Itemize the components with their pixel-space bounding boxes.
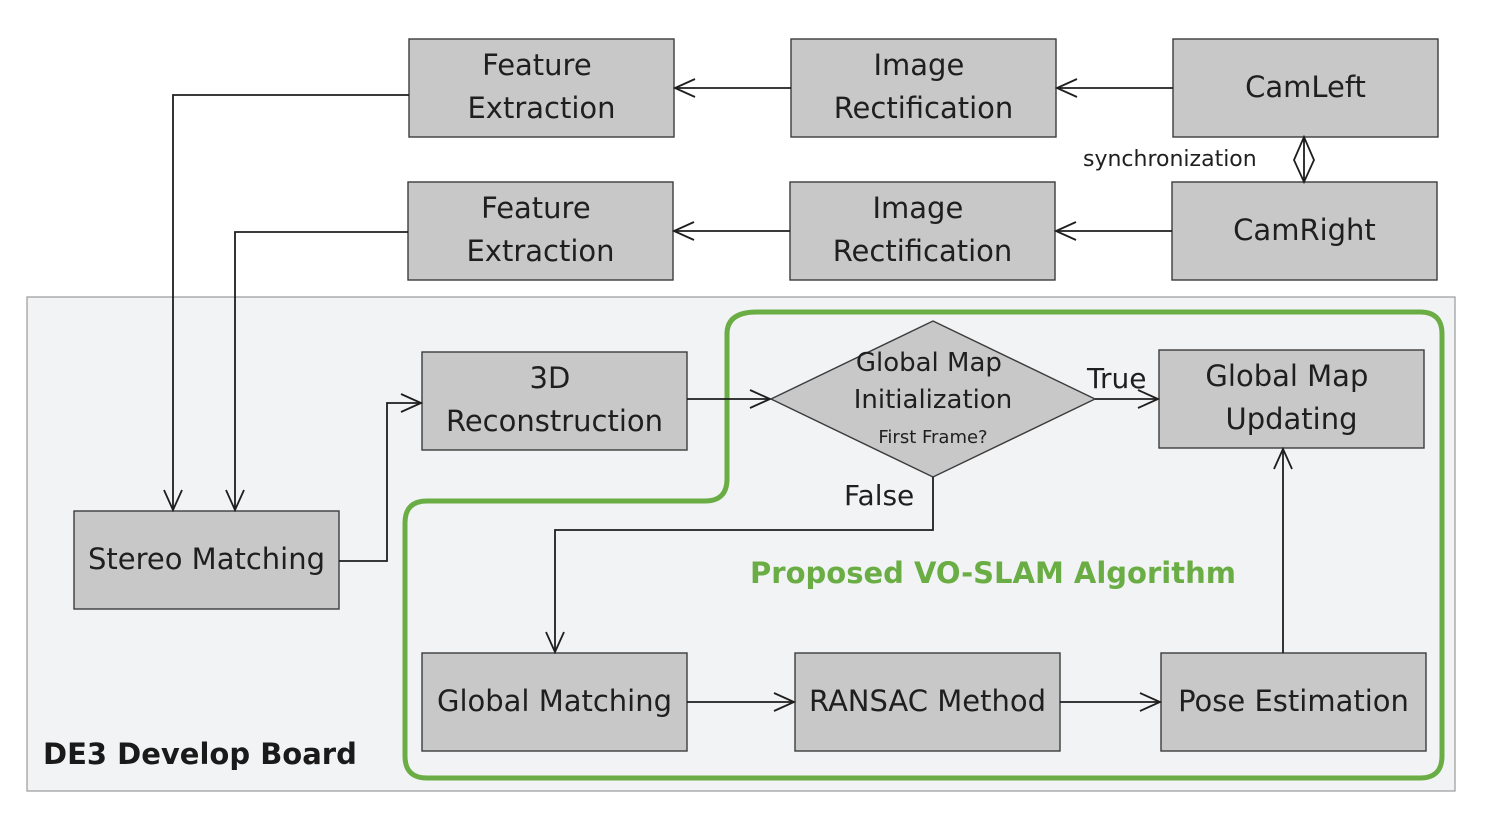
image-rectification-left-line-1: Image xyxy=(873,48,964,82)
edge-initialization-to-global-matching xyxy=(554,477,934,652)
image-rectification-right-box xyxy=(789,181,1056,281)
cam-right-box xyxy=(1171,181,1438,281)
algorithm-title: Proposed VO-SLAM Algorithm xyxy=(750,556,1236,590)
false-label: False xyxy=(844,479,914,512)
feature-extraction-right-line-1: Feature xyxy=(481,191,591,225)
global-map-updating-line-1: Global Map xyxy=(1205,359,1368,393)
edge-feature-left-to-stereo xyxy=(172,94,409,510)
algorithm-region-outline xyxy=(402,309,1445,781)
image-rectification-right-label: Image Rectification xyxy=(833,191,1013,268)
arrowhead-pose xyxy=(1139,692,1163,712)
arrowhead-rectification-left xyxy=(1054,78,1078,98)
arrowhead-updating xyxy=(1137,389,1161,409)
global-matching-box xyxy=(421,652,688,752)
pose-estimation-label: Pose Estimation xyxy=(1178,684,1409,718)
ransac-method-box xyxy=(794,652,1061,752)
feature-extraction-right-box xyxy=(407,181,674,281)
arrowhead-rectification-right xyxy=(1053,221,1077,241)
reconstruction-3d-label: 3D Reconstruction xyxy=(446,361,663,438)
image-rectification-right-line-2: Rectification xyxy=(833,234,1013,268)
global-map-initialization-label: Global Map Initialization xyxy=(854,348,1013,415)
feature-extraction-left-box xyxy=(408,38,675,138)
feature-extraction-left-line-1: Feature xyxy=(482,48,592,82)
edge-feature-right-to-stereo xyxy=(234,231,408,510)
image-rectification-left-box xyxy=(790,38,1057,138)
reconstruction-3d-line-2: Reconstruction xyxy=(446,404,663,438)
stereo-matching-label: Stereo Matching xyxy=(88,542,325,576)
arrowhead-reconstruction xyxy=(400,393,424,413)
global-map-initialization-question: First Frame? xyxy=(878,427,987,448)
cam-left-box xyxy=(1172,38,1439,138)
arrowhead-ransac xyxy=(773,692,797,712)
arrowhead-initialization xyxy=(749,389,773,409)
global-map-updating-line-2: Updating xyxy=(1225,402,1357,436)
reconstruction-3d-box xyxy=(421,351,688,451)
feature-extraction-left-line-2: Extraction xyxy=(467,91,615,125)
board-title: DE3 Develop Board xyxy=(43,737,357,771)
arrowhead-feature-right xyxy=(671,221,695,241)
cam-left-label: CamLeft xyxy=(1245,70,1366,104)
image-rectification-left-line-2: Rectification xyxy=(834,91,1014,125)
global-map-initialization-line-1: Global Map xyxy=(856,348,1002,378)
arrowhead-feature-left xyxy=(672,78,696,98)
pose-estimation-box xyxy=(1160,652,1427,752)
synchronization-double-arrow xyxy=(1293,134,1315,185)
arrowhead-stereo-right xyxy=(225,489,245,513)
image-rectification-right-line-1: Image xyxy=(872,191,963,225)
arrowhead-stereo-left xyxy=(163,489,183,513)
ransac-method-label: RANSAC Method xyxy=(809,684,1046,718)
feature-extraction-left-label: Feature Extraction xyxy=(467,48,615,125)
global-map-initialization-line-2: Initialization xyxy=(854,385,1013,415)
edge-stereo-to-reconstruction xyxy=(339,402,421,562)
reconstruction-3d-line-1: 3D xyxy=(530,361,571,395)
feature-extraction-right-label: Feature Extraction xyxy=(466,191,614,268)
global-matching-label: Global Matching xyxy=(437,684,672,718)
synchronization-label: synchronization xyxy=(1083,147,1257,172)
global-map-updating-label: Global Map Updating xyxy=(1205,359,1377,436)
global-map-updating-box xyxy=(1158,349,1425,449)
true-label: True xyxy=(1086,362,1146,395)
feature-extraction-right-line-2: Extraction xyxy=(466,234,614,268)
arrowhead-global-matching xyxy=(545,631,565,655)
arrowhead-updating-up xyxy=(1273,446,1293,470)
cam-right-label: CamRight xyxy=(1233,213,1376,247)
image-rectification-left-label: Image Rectification xyxy=(834,48,1014,125)
stereo-matching-box xyxy=(73,510,340,610)
